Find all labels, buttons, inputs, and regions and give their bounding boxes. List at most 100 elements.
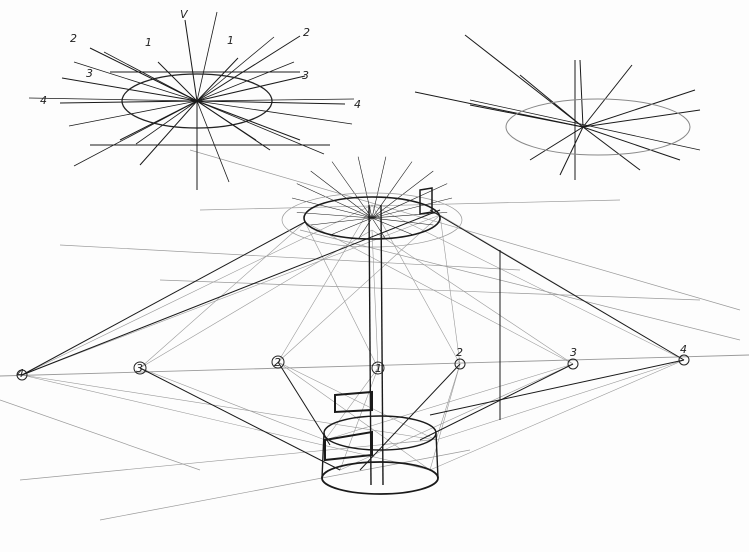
label-upper-right: 2 <box>303 26 310 39</box>
label-mid-left: 3 <box>86 67 93 80</box>
sketch-line <box>371 217 434 226</box>
sketch-line <box>196 100 346 105</box>
ink-lines <box>21 11 701 471</box>
vp-label: 2 <box>274 356 281 369</box>
sketch-line <box>159 279 701 301</box>
sketch-line <box>429 363 461 471</box>
sketch-line <box>371 197 453 219</box>
sketch-line <box>184 19 198 102</box>
sketch-line <box>277 361 431 471</box>
sketch-line <box>371 229 379 369</box>
sketch-line <box>196 75 306 102</box>
sketch-line <box>324 363 574 441</box>
sketch-line <box>331 161 373 219</box>
sketch-line <box>135 100 198 145</box>
sketch-line <box>89 47 198 102</box>
sketch-line <box>157 61 198 102</box>
sketch-line <box>21 204 373 376</box>
sketch-line <box>19 439 431 481</box>
sketch-line <box>21 209 441 376</box>
construction-lines <box>0 149 749 521</box>
sketch-line <box>139 229 373 369</box>
sketch-line <box>371 217 413 235</box>
sketch-line <box>304 221 574 365</box>
sketch-line <box>21 214 441 376</box>
sketch-line <box>371 217 387 240</box>
vanishing-point: 2 <box>271 355 285 369</box>
vp-label: 1 <box>375 362 382 375</box>
sketch-line <box>429 209 685 361</box>
vp-label: 4 <box>680 343 687 356</box>
sketch-line <box>582 109 701 128</box>
vanishing-point: 4 <box>678 343 690 366</box>
sketch-line <box>196 100 271 151</box>
sketch-line <box>464 34 584 128</box>
sketch-line <box>189 149 741 311</box>
sketch-line <box>196 35 301 102</box>
sketch-line <box>429 359 685 416</box>
sketch-line <box>331 217 373 235</box>
sketch-line <box>196 100 353 125</box>
top-right-compass <box>505 98 691 156</box>
label-upper-left: 2 <box>70 32 77 45</box>
sketch-line <box>73 61 198 102</box>
vp-label: 4 <box>17 367 24 380</box>
sketch-line <box>419 363 574 441</box>
sketch-line <box>469 104 584 128</box>
label-inner-right: 1 <box>227 34 234 47</box>
sketch-line <box>277 214 441 363</box>
sketch-line <box>582 64 633 128</box>
column-top-guide <box>281 192 463 248</box>
sketch-line <box>277 361 331 446</box>
sketch-line <box>199 199 621 211</box>
compass-ellipse <box>505 98 691 156</box>
sketch-line <box>196 100 230 183</box>
label-inner-left: 1 <box>145 36 152 49</box>
sketch-line <box>68 100 198 127</box>
sketch-line <box>196 57 239 102</box>
sketch-line <box>582 89 696 128</box>
sketch-line <box>0 354 749 377</box>
sketch-line <box>139 367 341 471</box>
sketch-line <box>196 11 218 102</box>
sketch-line <box>196 98 355 102</box>
sketch-line <box>579 59 584 128</box>
sketch-line <box>582 126 641 171</box>
vanishing-point: 2 <box>454 346 466 370</box>
sketch-line <box>59 100 198 104</box>
sketch-line <box>99 449 471 521</box>
sketch-line <box>519 74 584 128</box>
sketch-line <box>304 221 379 369</box>
compass-ellipse <box>121 73 273 129</box>
column-top-ellipse <box>303 196 441 240</box>
sketch-line <box>469 99 701 151</box>
sketch-line <box>21 374 431 471</box>
sketch-line <box>359 363 461 471</box>
sketch-line <box>371 161 413 219</box>
vp-label: 3 <box>136 362 143 375</box>
sketch-line <box>28 97 198 102</box>
sketch-line <box>339 363 574 471</box>
vanishing-point: 3 <box>567 346 579 370</box>
top-left-compass: V 2 2 1 1 3 3 4 4 <box>40 8 361 129</box>
sketch-line <box>277 204 373 363</box>
horizon-line: 4 3 2 1 2 3 4 <box>16 343 690 381</box>
sketch-line <box>371 204 461 365</box>
sketch-line <box>196 36 275 102</box>
sketch-line <box>339 367 379 471</box>
label-far-left: 4 <box>40 94 47 107</box>
sketch-line <box>291 197 373 219</box>
vanishing-point: 1 <box>371 361 385 375</box>
vp-label: 2 <box>456 346 463 359</box>
sketch-line <box>371 229 574 365</box>
sketch-line <box>139 221 306 369</box>
sketch-line <box>277 361 437 441</box>
sketch-line <box>196 61 295 102</box>
sketch-line <box>559 126 584 176</box>
sketch-line <box>0 399 201 471</box>
sketch-line <box>59 244 521 271</box>
sketch-line <box>529 126 584 161</box>
label-mid-right: 3 <box>302 69 309 82</box>
